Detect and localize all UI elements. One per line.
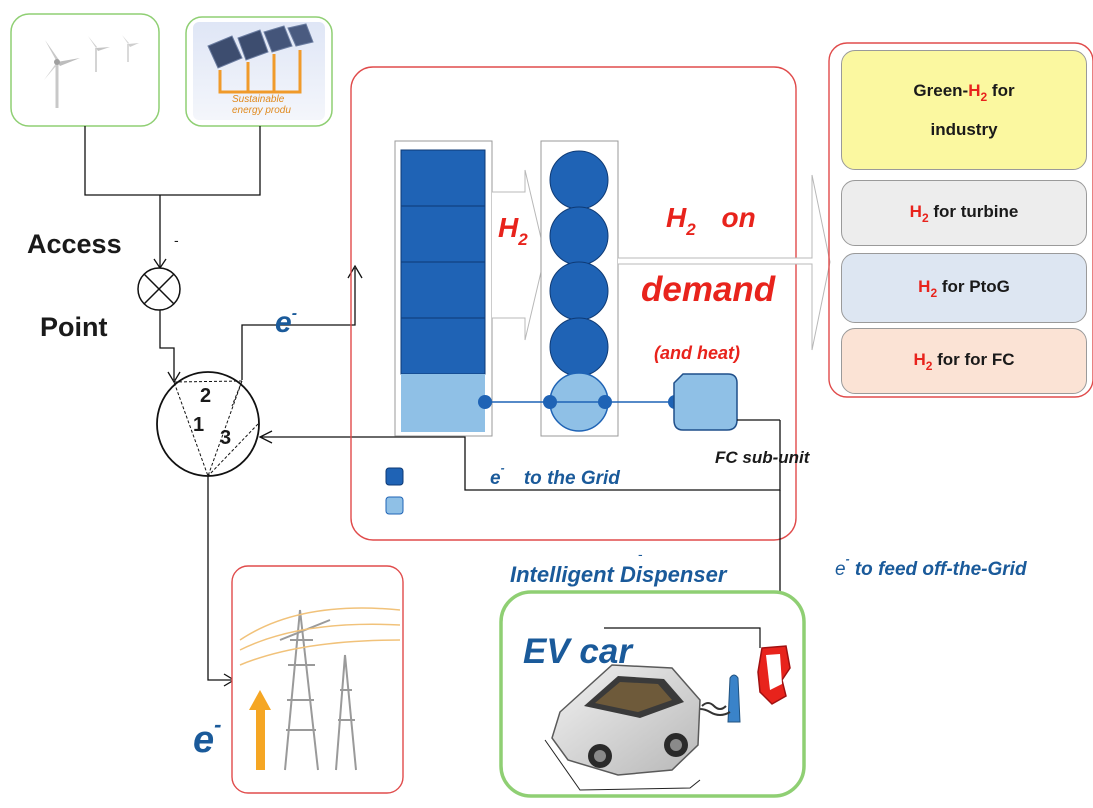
h2-output-arrow — [618, 174, 831, 351]
offgrid-e-base: e — [835, 559, 846, 580]
output-3-text: H2 for for FC — [913, 350, 1014, 373]
offgrid-rest: to feed off-the-Grid — [854, 559, 1027, 580]
output-3-h: H — [913, 349, 926, 369]
output-0-h: H — [968, 80, 981, 100]
storage-column — [540, 140, 619, 437]
output-3-sub: 2 — [925, 358, 933, 373]
hub-port-1: 1 — [193, 414, 205, 436]
and-heat-label: (and heat) — [654, 343, 741, 363]
h2-flow-arrow-1 — [492, 169, 546, 341]
output-1-sub: 2 — [921, 210, 929, 225]
h2-label-sub: 2 — [518, 230, 528, 249]
ev-car-icon — [544, 664, 701, 791]
wind-turbine-icon — [44, 35, 139, 108]
outputs-panel-frame — [828, 42, 1093, 398]
solar-panel-icon — [207, 23, 314, 94]
output-3-suffix: for for FC — [932, 349, 1015, 369]
access-minus-mark: - — [174, 232, 179, 248]
output-0-line2: industry — [930, 119, 998, 139]
ev-car-label: EV car — [523, 632, 632, 671]
fc-subunit-block — [673, 373, 780, 431]
h2-on-base: H — [666, 202, 687, 233]
output-1-suffix: for turbine — [928, 201, 1019, 221]
output-h2-ptog: H2 for PtoG — [841, 253, 1087, 323]
fc-subunit-label: FC sub-unit — [715, 448, 810, 467]
output-0-suffix: for — [987, 80, 1015, 100]
wind-source-box — [10, 13, 160, 127]
e-to-grid-base: e — [490, 468, 501, 489]
hub-to-electrolyser-wire — [241, 264, 363, 380]
legend-dark-square — [385, 467, 404, 486]
output-0-prefix: Green- — [913, 80, 969, 100]
ev-dispenser-box — [499, 590, 806, 798]
offgrid-label: e- to feed off-the-Grid — [835, 552, 1027, 581]
e-to-grid-rest: to the Grid — [523, 468, 620, 489]
output-2-sub: 2 — [930, 285, 938, 300]
e-to-grid-big-base: e — [193, 719, 215, 761]
solar-caption-line2: energy produ — [232, 105, 291, 116]
grid-feedback-wire — [258, 420, 781, 491]
e-to-grid-sup: - — [500, 461, 505, 475]
output-h2-fc: H2 for for FC — [841, 328, 1087, 394]
legend-light-square — [385, 496, 404, 515]
output-1-text: H2 for turbine — [910, 202, 1019, 225]
hub-port-2: 2 — [200, 385, 212, 407]
e-to-grid-big-label: e- — [193, 712, 221, 762]
h2-on-sub: 2 — [686, 220, 696, 239]
output-green-h2-industry: Green-H2 for industry — [841, 50, 1087, 170]
e-to-grid-big-sup: - — [214, 712, 222, 737]
hub-to-grid-wire — [207, 476, 236, 687]
e-to-grid-label: e- to the Grid — [490, 461, 620, 490]
output-1-h: H — [909, 201, 922, 221]
h2-label-base: H — [498, 212, 519, 243]
solar-source-box: Sustainable energy produ — [185, 16, 333, 127]
access-to-hub — [159, 310, 181, 384]
power-grid-box — [231, 565, 404, 794]
e-to-electrolyser-base: e — [275, 306, 292, 339]
solar-caption-line1: Sustainable — [232, 94, 285, 105]
electrolyser-stack — [394, 140, 493, 437]
hub-port-3: 3 — [220, 427, 232, 449]
access-point-node — [137, 267, 181, 311]
output-0-line1: Green-H2 for — [913, 81, 1014, 104]
h2-on-rest: on — [721, 202, 756, 233]
offgrid-e-sup: - — [845, 552, 850, 566]
access-label: Access — [27, 229, 122, 259]
grid-injection-arrow-icon — [249, 690, 271, 770]
central-unit-frame — [350, 66, 797, 541]
h2-label: H2 — [498, 212, 528, 250]
dispenser-nozzle-icon — [689, 674, 741, 723]
intelligent-dispenser-mark: - — [638, 546, 643, 562]
demand-label: demand — [641, 270, 776, 309]
fuel-pump-icon — [757, 645, 791, 705]
output-0-sub: 2 — [980, 89, 988, 104]
output-h2-turbine: H2 for turbine — [841, 180, 1087, 246]
point-label: Point — [40, 312, 108, 342]
output-2-suffix: for PtoG — [937, 276, 1010, 296]
e-to-electrolyser-sup: - — [291, 305, 298, 322]
output-2-h: H — [918, 276, 931, 296]
output-2-text: H2 for PtoG — [918, 277, 1010, 300]
power-tower-icon — [239, 607, 401, 771]
intelligent-dispenser-title: Intelligent Dispenser — [510, 562, 727, 587]
h2-on-label: H2 on — [666, 202, 756, 240]
e-to-electrolyser-label: e- — [275, 305, 297, 340]
